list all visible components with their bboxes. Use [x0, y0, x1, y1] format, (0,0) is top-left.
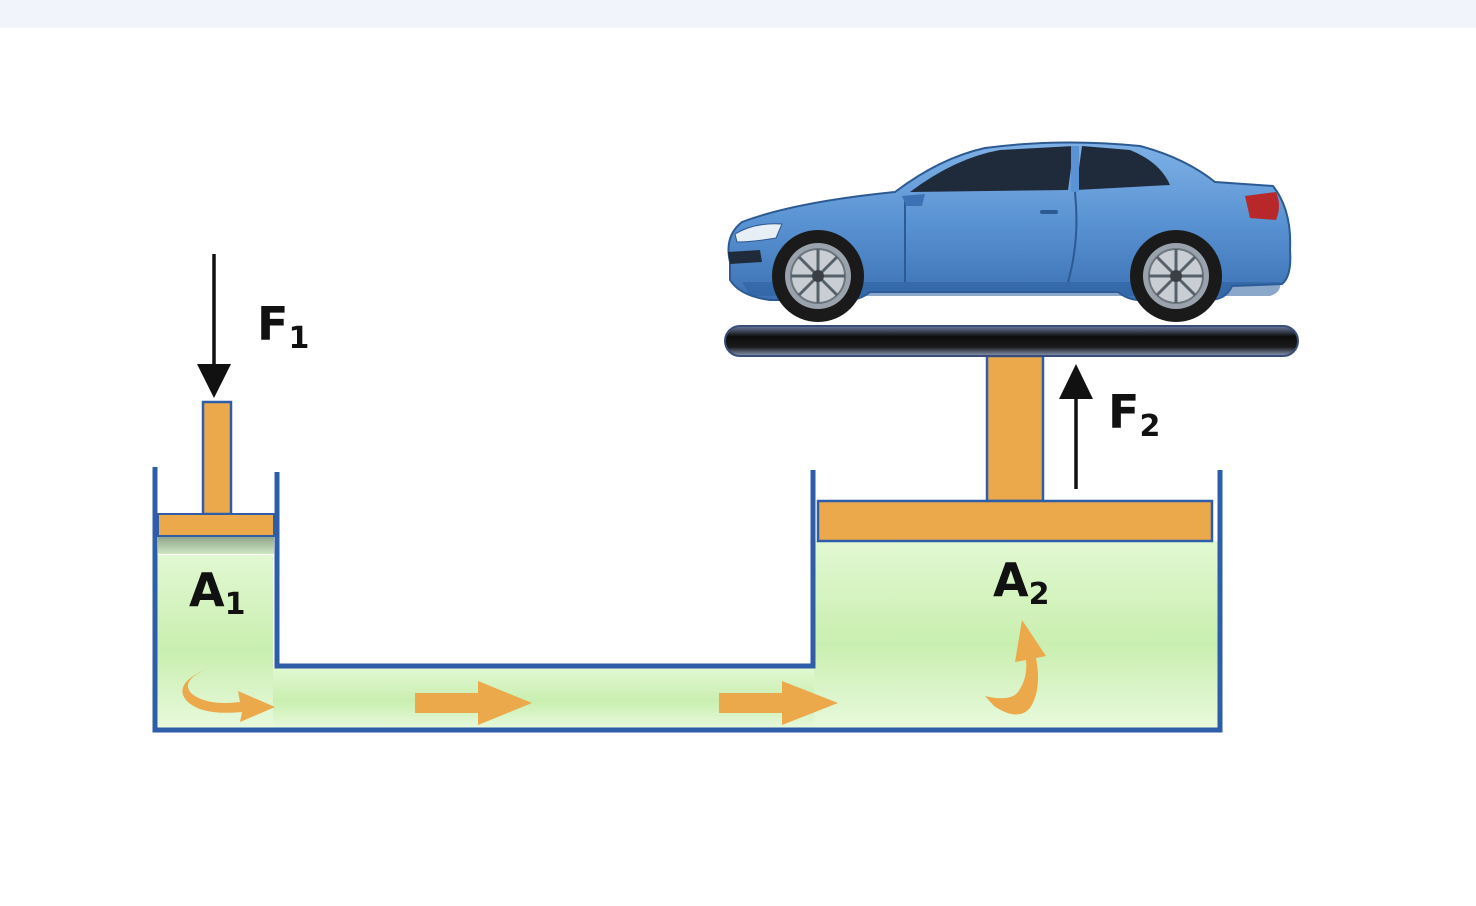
- top-strip: [0, 0, 1476, 28]
- small-piston: [157, 400, 275, 554]
- curved-flow-arrow-icon: [985, 620, 1046, 715]
- large-piston: [816, 354, 1214, 543]
- car-icon: [727, 141, 1292, 322]
- label-a2: A2: [993, 553, 1049, 612]
- flow-arrow-icon: [415, 681, 532, 725]
- rear-wheel: [1130, 230, 1222, 322]
- lift-platform: [724, 325, 1299, 357]
- container-wall: [152, 467, 1223, 733]
- label-a1: A1: [189, 563, 245, 622]
- down-arrow-icon: [197, 254, 231, 398]
- label-f2: F2: [1108, 385, 1160, 444]
- label-f1: F1: [257, 297, 309, 356]
- flow-arrow-icon: [719, 681, 838, 725]
- hydraulic-fluid: [157, 541, 1218, 728]
- curved-flow-arrow-icon: [182, 667, 275, 722]
- up-arrow-icon: [1059, 364, 1093, 489]
- front-wheel: [772, 230, 864, 322]
